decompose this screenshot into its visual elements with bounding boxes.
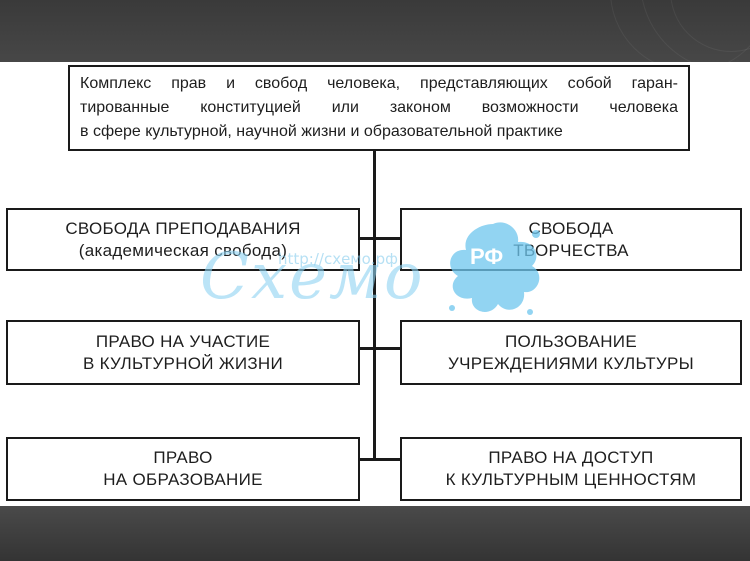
node-access-to-values-line-1: ПРАВО НА ДОСТУП <box>488 448 654 467</box>
node-academic-freedom-line-2: (академическая свобода) <box>78 240 288 260</box>
left-branch-2 <box>358 347 376 350</box>
node-academic-freedom: СВОБОДА ПРЕПОДАВАНИЯ (академическая своб… <box>6 208 360 271</box>
watermark-url: http://схемо.рф <box>278 250 398 268</box>
decorative-arcs <box>590 0 750 62</box>
root-line-2: тированные конституцией или законом возм… <box>80 99 678 116</box>
node-right-to-education-line-2: НА ОБРАЗОВАНИЕ <box>103 470 263 489</box>
right-branch-3 <box>373 458 402 461</box>
left-branch-1 <box>358 237 376 240</box>
left-branch-3 <box>358 458 376 461</box>
root-line-3: в сфере культурной, научной жизни и обра… <box>80 123 563 140</box>
node-access-to-values: ПРАВО НА ДОСТУП К КУЛЬТУРНЫМ ЦЕННОСТЯМ <box>400 437 742 501</box>
node-right-to-education: ПРАВО НА ОБРАЗОВАНИЕ <box>6 437 360 501</box>
right-branch-2 <box>373 347 402 350</box>
node-creative-freedom-line-2: ТВОРЧЕСТВА <box>513 240 629 260</box>
watermark-splash-icon <box>449 222 540 315</box>
node-cultural-participation-line-1: ПРАВО НА УЧАСТИЕ <box>95 331 271 351</box>
node-right-to-education-line-1: ПРАВО <box>153 448 213 467</box>
node-cultural-institutions-line-2: УЧРЕЖДЕНИЯМИ КУЛЬТУРЫ <box>447 353 695 373</box>
node-creative-freedom-line-1: СВОБОДА <box>528 218 614 238</box>
node-cultural-institutions-line-1: ПОЛЬЗОВАНИЕ <box>505 331 637 351</box>
node-academic-freedom-line-1: СВОБОДА ПРЕПОДАВАНИЯ <box>65 218 301 238</box>
node-cultural-participation-line-2: В КУЛЬТУРНОЙ ЖИЗНИ <box>82 353 284 373</box>
watermark-rf-badge: РФ <box>470 244 504 269</box>
right-branch-1 <box>373 237 402 240</box>
node-cultural-participation: ПРАВО НА УЧАСТИЕ В КУЛЬТУРНОЙ ЖИЗНИ <box>6 320 360 385</box>
root-line-1: Комплекс прав и свобод человека, предста… <box>80 75 678 92</box>
slide-bottom-frame <box>0 506 750 561</box>
root-connector <box>373 149 376 460</box>
node-cultural-institutions: ПОЛЬЗОВАНИЕ УЧРЕЖДЕНИЯМИ КУЛЬТУРЫ <box>400 320 742 385</box>
watermark-logo-text: Схемо <box>200 240 425 314</box>
node-access-to-values-line-2: К КУЛЬТУРНЫМ ЦЕННОСТЯМ <box>445 470 697 489</box>
slide-top-frame <box>0 0 750 62</box>
root-definition-box: Комплекс прав и свобод человека, предста… <box>68 65 690 151</box>
